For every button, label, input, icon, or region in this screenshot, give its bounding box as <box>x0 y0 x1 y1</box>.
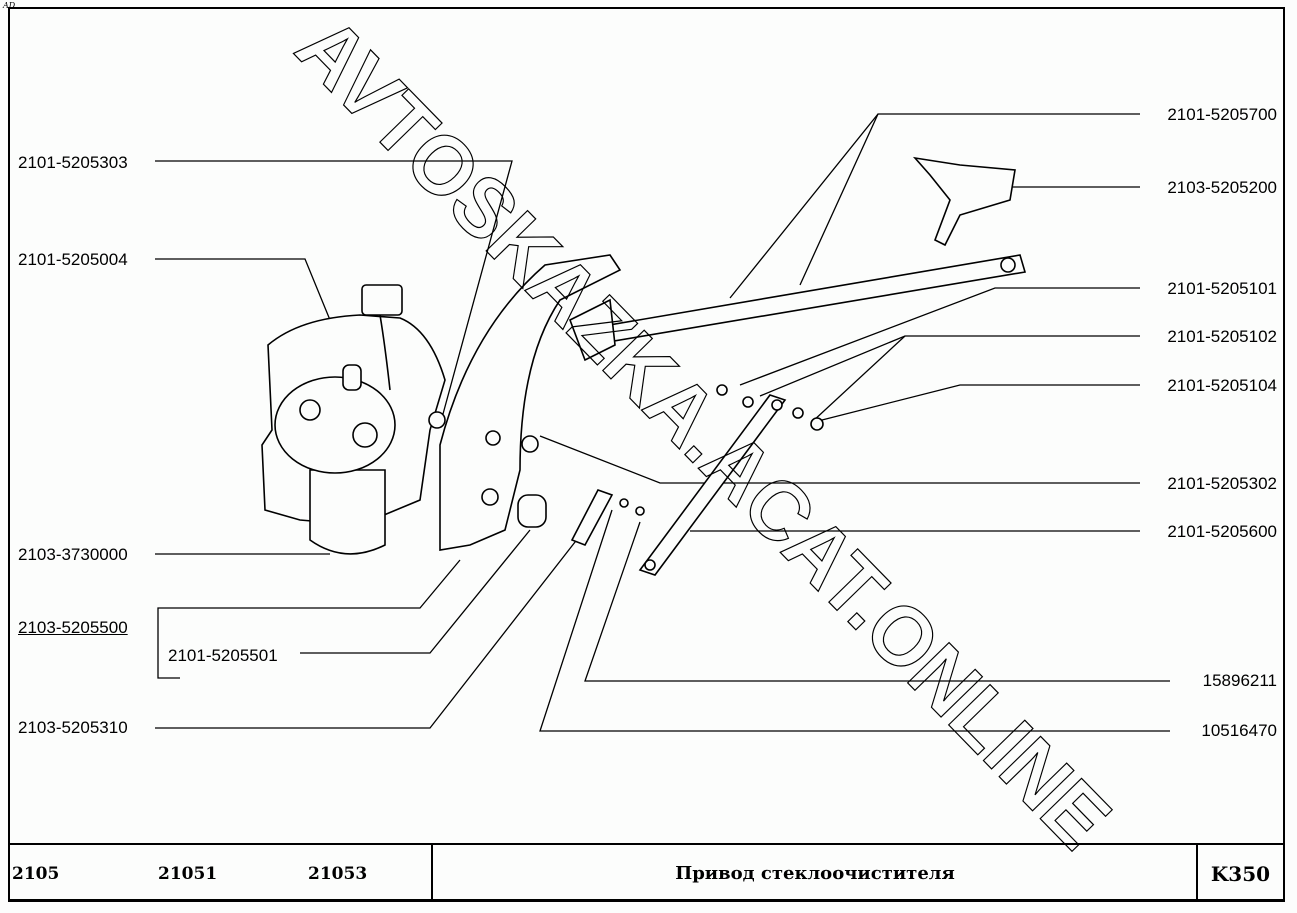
model-21053: 21053 <box>308 863 368 884</box>
drawing-title: Привод стеклоочистителя <box>675 863 955 884</box>
divider <box>431 845 433 902</box>
leader-2101-5205302 <box>539 435 1140 484</box>
part-label-2101-5205501: 2101-5205501 <box>168 646 278 665</box>
clip <box>810 417 824 431</box>
washer <box>742 396 754 408</box>
part-label-2101-5205303: 2101-5205303 <box>18 153 128 172</box>
part-label-2103-5205200: 2103-5205200 <box>1167 178 1277 197</box>
motor-shaft <box>352 422 378 448</box>
wiper-frame-bracket <box>439 254 622 551</box>
title-block: 2105 21051 21053 Привод стеклоочистителя… <box>8 843 1285 902</box>
model-2105: 2105 <box>12 863 60 884</box>
leader-2101-5205501 <box>300 529 531 654</box>
motor-cap <box>342 364 362 391</box>
leader-2103-5205500 <box>157 559 461 679</box>
motor-body <box>309 469 386 555</box>
part-label-2101-5205004: 2101-5205004 <box>18 250 128 269</box>
connector-wire <box>379 314 391 391</box>
model-21051: 21051 <box>158 863 218 884</box>
leader-lines <box>155 113 1170 732</box>
part-label-2101-5205102: 2101-5205102 <box>1167 327 1277 346</box>
part-label-2103-5205310: 2103-5205310 <box>18 718 128 737</box>
wiper-rod-short <box>638 394 787 576</box>
leader-2101-5205104 <box>821 384 1140 421</box>
crank-pin <box>570 489 614 546</box>
crank <box>568 298 616 362</box>
part-label-2103-5205500: 2103-5205500 <box>18 618 128 637</box>
leader-2101-5205004 <box>155 258 331 321</box>
part-label-2101-5205302: 2101-5205302 <box>1167 474 1277 493</box>
washer <box>792 407 804 419</box>
leader-2101-5205101 <box>739 287 1140 386</box>
wiper-crank-2103-5205200 <box>912 156 1016 247</box>
divider <box>1196 845 1198 902</box>
parts <box>261 156 1027 576</box>
leader-2103-5205310 <box>155 509 601 729</box>
part-label-10516470: 10516470 <box>1201 721 1277 740</box>
leader-2101-5205700-b <box>799 113 879 286</box>
leader-2101-5205303 <box>155 160 513 426</box>
part-label-2101-5205104: 2101-5205104 <box>1167 376 1277 395</box>
part-label-2101-5205101: 2101-5205101 <box>1167 279 1277 298</box>
drawing-frame <box>8 7 1285 902</box>
leader-2101-5205102-b <box>811 335 906 423</box>
leader-15896211 <box>584 521 1170 682</box>
corner-mark: AD <box>3 1 16 10</box>
part-label-2101-5205600: 2101-5205600 <box>1167 522 1277 541</box>
part-label-2103-3730000: 2103-3730000 <box>18 545 128 564</box>
leader-10516470 <box>539 509 1170 732</box>
part-label-2101-5205700: 2101-5205700 <box>1167 105 1277 124</box>
washer <box>716 384 728 396</box>
bushing <box>517 494 547 528</box>
sheet-code: K350 <box>1210 861 1271 886</box>
part-label-15896211: 15896211 <box>1202 671 1277 690</box>
connector-plug <box>361 284 403 316</box>
motor-gearbox <box>274 376 396 474</box>
